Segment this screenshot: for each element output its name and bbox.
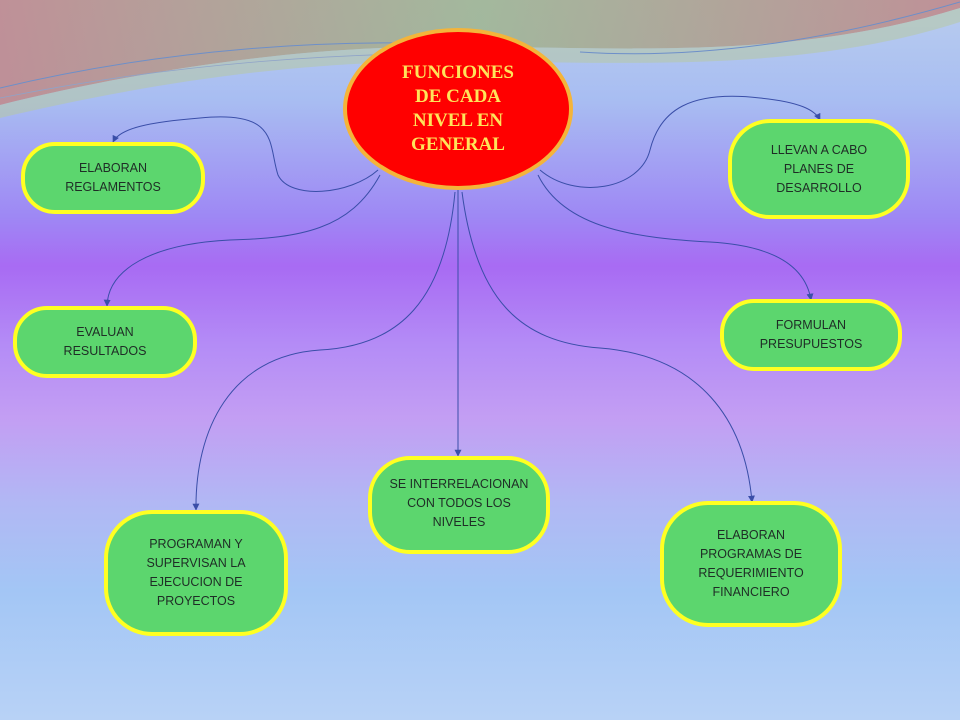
connector-llevan-a-cabo [539, 95, 821, 188]
connector-elaboran-programas [461, 191, 755, 503]
node-label-se-interrelacionan: SE INTERRELACIONAN CON TODOS LOS NIVELES [370, 456, 548, 550]
node-text-elaboran-programas: ELABORAN PROGRAMAS DE REQUERIMIENTO FINA… [698, 528, 804, 599]
connector-formulan-presupuestos [537, 174, 814, 301]
node-elaboran-programas [660, 501, 842, 627]
nodes [13, 119, 910, 636]
node-elaboran-reglamentos [21, 142, 205, 214]
node-evaluan-resultados [13, 306, 197, 378]
node-text-formulan-presupuestos: FORMULAN PRESUPUESTOS [759, 318, 863, 351]
connector-programan-supervisan [192, 191, 456, 511]
connector-elaboran-reglamentos [112, 116, 379, 192]
node-text-llevan-a-cabo: LLEVAN A CABO PLANES DE DESARROLLO [770, 142, 868, 195]
connector-evaluan-resultados [103, 174, 381, 307]
node-formulan-presupuestos [720, 299, 902, 371]
center-node [343, 28, 573, 190]
center-node-label: FUNCIONES DE CADA NIVEL EN GENERAL [370, 44, 546, 174]
node-se-interrelacionan [368, 456, 550, 554]
node-text-se-interrelacionan: SE INTERRELACIONAN CON TODOS LOS NIVELES [389, 476, 529, 529]
node-label-formulan-presupuestos: FORMULAN PRESUPUESTOS [722, 301, 900, 369]
node-label-llevan-a-cabo: LLEVAN A CABO PLANES DE DESARROLLO [730, 121, 908, 217]
connectors [103, 95, 821, 511]
node-label-elaboran-programas: ELABORAN PROGRAMAS DE REQUERIMIENTO FINA… [662, 503, 840, 625]
node-text-programan-supervisan: PROGRAMAN Y SUPERVISAN LA EJECUCION DE P… [146, 537, 246, 608]
node-label-programan-supervisan: PROGRAMAN Y SUPERVISAN LA EJECUCION DE P… [106, 512, 286, 634]
node-label-evaluan-resultados: EVALUAN RESULTADOS [15, 308, 195, 376]
node-label-elaboran-reglamentos: ELABORAN REGLAMENTOS [23, 144, 203, 212]
node-programan-supervisan [104, 510, 288, 636]
node-llevan-a-cabo [728, 119, 910, 219]
center-node-text: FUNCIONES DE CADA NIVEL EN GENERAL [402, 62, 514, 155]
node-text-elaboran-reglamentos: ELABORAN REGLAMENTOS [65, 161, 161, 194]
node-text-evaluan-resultados: EVALUAN RESULTADOS [63, 325, 147, 358]
